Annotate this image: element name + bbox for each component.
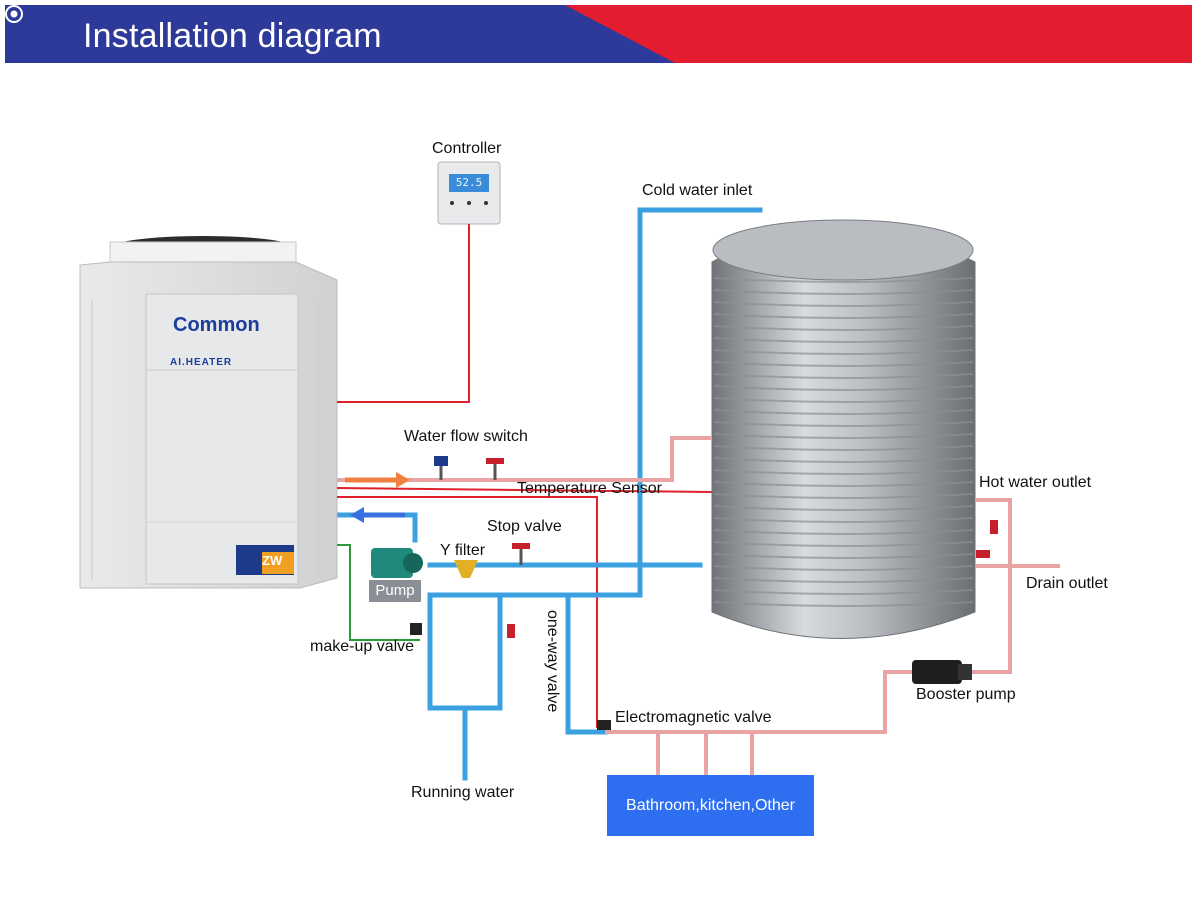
tank-rib: [713, 577, 974, 583]
storage-tank: [711, 219, 976, 639]
pump-label: Pump: [369, 580, 421, 602]
controller-device: [437, 161, 501, 225]
tank-rib: [713, 433, 974, 439]
flow-switch-valve: [434, 456, 448, 480]
tank-rib: [713, 325, 974, 331]
hot-outlet-valve: [976, 520, 998, 558]
running-water-label: Running water: [411, 784, 515, 801]
controller-display: 52.5: [449, 174, 489, 192]
stop-valve-label: Stop valve: [487, 518, 562, 535]
tank-rib: [713, 565, 974, 571]
stop-valve-makeup: [507, 624, 515, 638]
makeup-valve-icon: [410, 623, 422, 635]
y-filter: [454, 560, 478, 578]
unit-badge: ZW: [262, 553, 283, 568]
hot-water-outlet-label: Hot water outlet: [979, 474, 1092, 491]
drain-outlet-label: Drain outlet: [1026, 575, 1108, 592]
unit-brand: Common: [173, 314, 260, 336]
booster-pump-label: Booster pump: [916, 686, 1016, 703]
destination-label: Bathroom,kitchen,Other: [626, 796, 795, 814]
tank-rib: [713, 337, 974, 343]
tank-rib: [713, 589, 974, 595]
tank-rib: [713, 349, 974, 355]
tank-rib: [713, 373, 974, 379]
cold-return-arrow: [350, 507, 405, 523]
electromagnetic-valve-label: Electromagnetic valve: [615, 709, 772, 726]
tank-rib: [713, 445, 974, 451]
y-filter-label: Y filter: [440, 542, 486, 559]
tank-rib: [713, 421, 974, 427]
cold-water-inlet-label: Cold water inlet: [642, 182, 753, 199]
circulation-pump: [371, 548, 423, 578]
tank-rib: [713, 361, 974, 367]
tank-rib: [713, 469, 974, 475]
tank-rib: [713, 517, 974, 523]
one-way-valve-label: one-way valve: [544, 610, 561, 713]
tank-rib: [713, 409, 974, 415]
tank-rib: [713, 301, 974, 307]
tank-rib: [713, 493, 974, 499]
destination-box: Bathroom,kitchen,Other: [607, 775, 814, 836]
tank-rib: [713, 505, 974, 511]
tank-rib: [713, 541, 974, 547]
stop-valve-cold: [512, 543, 530, 565]
stop-valve-hot: [486, 458, 504, 480]
tank-rib: [713, 481, 974, 487]
makeup-valve-label: make-up valve: [310, 638, 415, 655]
hot-flow-arrow: [345, 472, 410, 488]
unit-model: AI.HEATER: [170, 357, 233, 368]
banner-background: [5, 5, 1192, 63]
page-title: Installation diagram: [83, 17, 382, 55]
tank-rib: [713, 529, 974, 535]
target-icon: [5, 5, 23, 23]
tank-rib: [713, 457, 974, 463]
header-banner: Installation diagram: [5, 5, 1192, 63]
tank-rib: [713, 397, 974, 403]
tank-rib: [713, 385, 974, 391]
tank-rib: [713, 313, 974, 319]
tank-rib: [713, 553, 974, 559]
electromagnetic-valve-icon: [597, 720, 611, 730]
tank-rib: [713, 277, 974, 283]
temperature-sensor-label: Temperature Sensor: [517, 480, 662, 497]
hot-water-pipes: [337, 436, 1060, 775]
tank-rib: [713, 601, 974, 607]
tank-rib: [713, 289, 974, 295]
water-flow-switch-label: Water flow switch: [404, 428, 528, 445]
signal-wires: [336, 224, 713, 728]
heat-pump-unit: [79, 236, 338, 589]
controller-label: Controller: [432, 140, 502, 157]
booster-pump-icon: [912, 660, 972, 684]
